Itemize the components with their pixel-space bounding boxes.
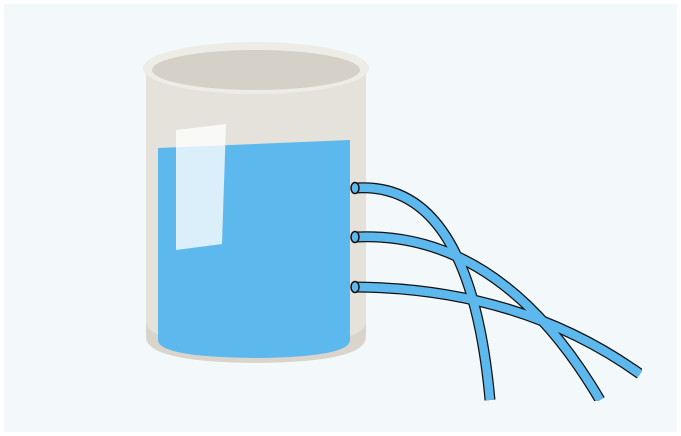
panel-bottom-strip bbox=[4, 401, 642, 432]
hole-middle bbox=[351, 232, 359, 243]
hole-bottom bbox=[351, 282, 359, 293]
stream-bottom bbox=[355, 287, 640, 374]
stream-bottom-outline bbox=[355, 287, 640, 374]
glass-highlight bbox=[176, 124, 226, 250]
hole-top bbox=[351, 183, 359, 194]
water-streams bbox=[355, 188, 640, 400]
panel-right-strip bbox=[642, 4, 677, 432]
beaker-opening bbox=[152, 50, 360, 90]
